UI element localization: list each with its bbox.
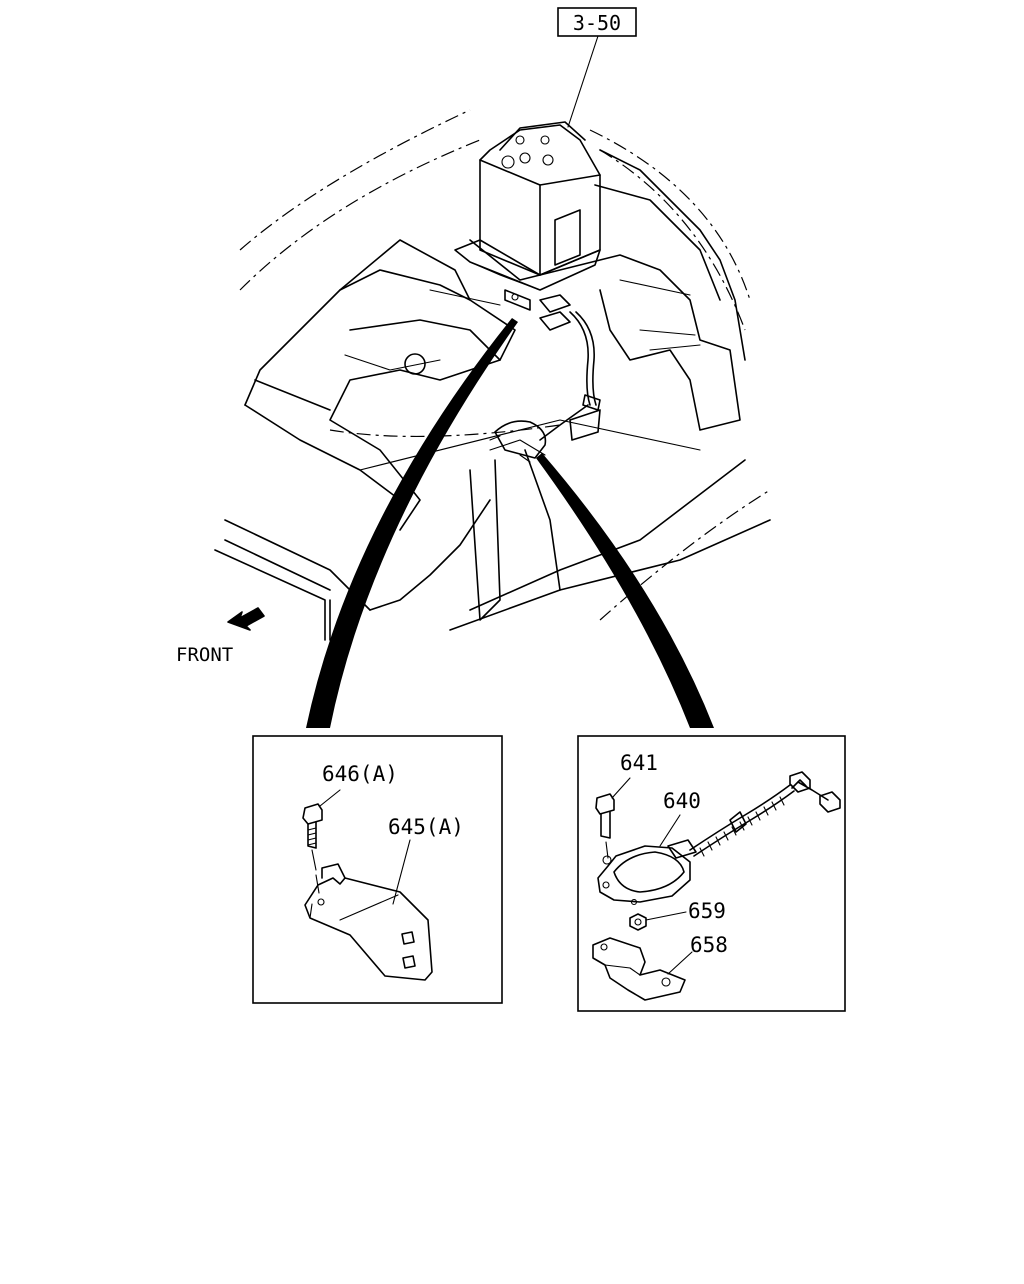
leader-658 [667, 951, 693, 975]
nut-659-icon [629, 913, 647, 931]
reference-leader [567, 35, 599, 128]
vehicle-underbody-view [214, 35, 771, 641]
leader-646a [319, 789, 341, 807]
reference-box: 3-50 [557, 7, 637, 37]
callout-659: 659 [688, 899, 726, 923]
bracket-645a-icon [304, 863, 433, 981]
detail-left-pointer [306, 318, 518, 728]
callout-645a: 645(A) [388, 815, 464, 839]
detail-right-pointer [536, 453, 714, 728]
front-indicator: FRONT [176, 607, 265, 666]
callout-640: 640 [663, 789, 701, 813]
sensor-harness [504, 289, 601, 441]
bracket-658-icon [592, 937, 686, 1001]
leader-640 [659, 814, 681, 847]
detail-right-panel: 641 640 659 [577, 735, 846, 1012]
callout-646a: 646(A) [322, 762, 398, 786]
front-label: FRONT [176, 644, 233, 666]
callout-641: 641 [620, 751, 658, 775]
leader-659 [645, 911, 687, 921]
front-arrow-icon [227, 607, 265, 631]
hydraulic-unit [454, 121, 601, 291]
bolt-641-icon [595, 793, 615, 859]
leader-641 [611, 777, 631, 799]
callout-658: 658 [690, 933, 728, 957]
bolt-646a-icon [302, 803, 323, 894]
detail-left-panel: 646(A) 645(A) [252, 735, 503, 1004]
sensor-640-icon [597, 771, 841, 906]
sensor-in-situ [489, 420, 547, 463]
leader-645a [392, 839, 411, 905]
reference-label: 3-50 [573, 11, 621, 35]
